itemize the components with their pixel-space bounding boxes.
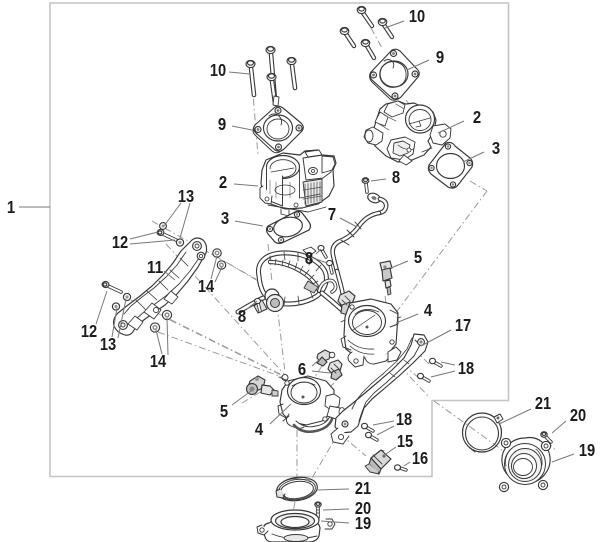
svg-text:8: 8 [305,248,313,268]
svg-text:1: 1 [7,197,15,217]
svg-text:3: 3 [492,138,500,158]
svg-text:18: 18 [396,409,412,429]
svg-text:12: 12 [81,321,97,341]
svg-text:8: 8 [238,306,246,326]
svg-text:21: 21 [535,393,551,413]
svg-text:13: 13 [178,186,194,206]
svg-text:11: 11 [147,257,163,277]
svg-text:14: 14 [150,351,166,371]
svg-text:2: 2 [473,107,481,127]
svg-text:10: 10 [210,60,226,80]
svg-text:20: 20 [570,405,586,425]
svg-text:21: 21 [355,478,371,498]
svg-text:12: 12 [112,232,128,252]
svg-text:8: 8 [392,167,400,187]
svg-text:6: 6 [298,359,306,379]
svg-text:19: 19 [355,513,371,533]
svg-text:10: 10 [409,6,425,26]
svg-text:16: 16 [412,448,428,468]
svg-text:9: 9 [218,114,226,134]
svg-text:5: 5 [220,401,228,421]
svg-text:19: 19 [579,440,595,460]
svg-text:4: 4 [424,300,432,320]
svg-text:13: 13 [100,334,116,354]
svg-text:3: 3 [221,208,229,228]
svg-text:7: 7 [328,204,336,224]
svg-text:9: 9 [436,47,444,67]
svg-text:2: 2 [219,172,227,192]
svg-text:5: 5 [414,247,422,267]
svg-text:14: 14 [198,276,214,296]
svg-text:20: 20 [355,498,371,518]
svg-text:4: 4 [255,419,263,439]
svg-text:18: 18 [458,358,474,378]
svg-text:15: 15 [397,431,413,451]
svg-text:17: 17 [455,315,471,335]
